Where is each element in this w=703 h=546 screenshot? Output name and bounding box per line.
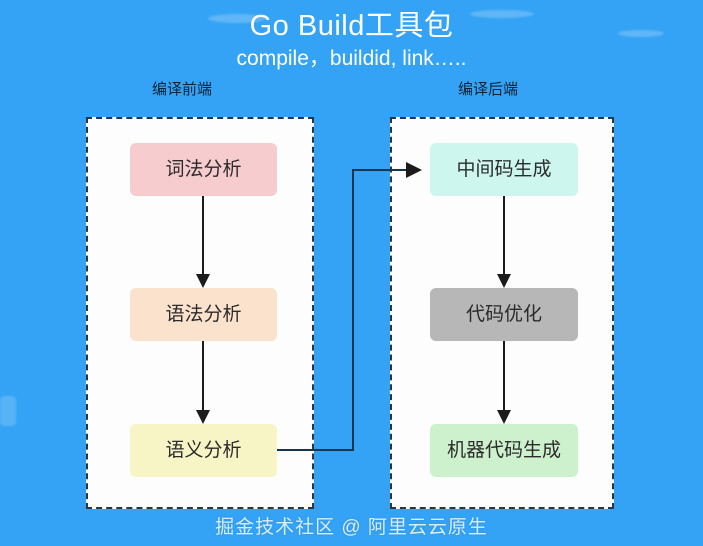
connector-segment-vertical [352,169,354,451]
node-lexical-analysis[interactable]: 词法分析 [130,143,277,196]
node-machine-code-generation[interactable]: 机器代码生成 [430,424,578,477]
connector-segment-horizontal-top [352,169,408,171]
arrow-stem [503,196,505,275]
arrow-optimization-to-machine-code [497,341,511,424]
arrow-stem [202,341,204,411]
arrow-syntax-to-semantic [196,341,210,424]
arrow-head-icon [196,410,210,424]
watermark: 掘金技术社区 @ 阿里云云原生 [215,517,488,538]
arrow-head-icon [497,410,511,424]
arrow-head-icon [406,162,422,178]
arrow-head-icon [196,274,210,288]
arrow-lexical-to-syntax [196,196,210,288]
node-syntax-analysis[interactable]: 语法分析 [130,288,277,341]
section-label-backend: 编译后端 [458,81,519,98]
connector-segment-horizontal-bottom [277,449,354,451]
arrow-stem [503,341,505,411]
diagram-title: Go Build工具包 [249,10,454,42]
diagram-subtitle: compile，buildid, link….. [236,47,467,70]
node-semantic-analysis[interactable]: 语义分析 [130,424,277,477]
arrow-stem [202,196,204,275]
section-label-frontend: 编译前端 [152,81,213,98]
arrow-head-icon [497,274,511,288]
node-code-optimization[interactable]: 代码优化 [430,288,578,341]
node-intermediate-code-generation[interactable]: 中间码生成 [430,143,578,196]
background-cloud-artifact [0,396,16,426]
arrow-intermediate-to-optimization [497,196,511,288]
